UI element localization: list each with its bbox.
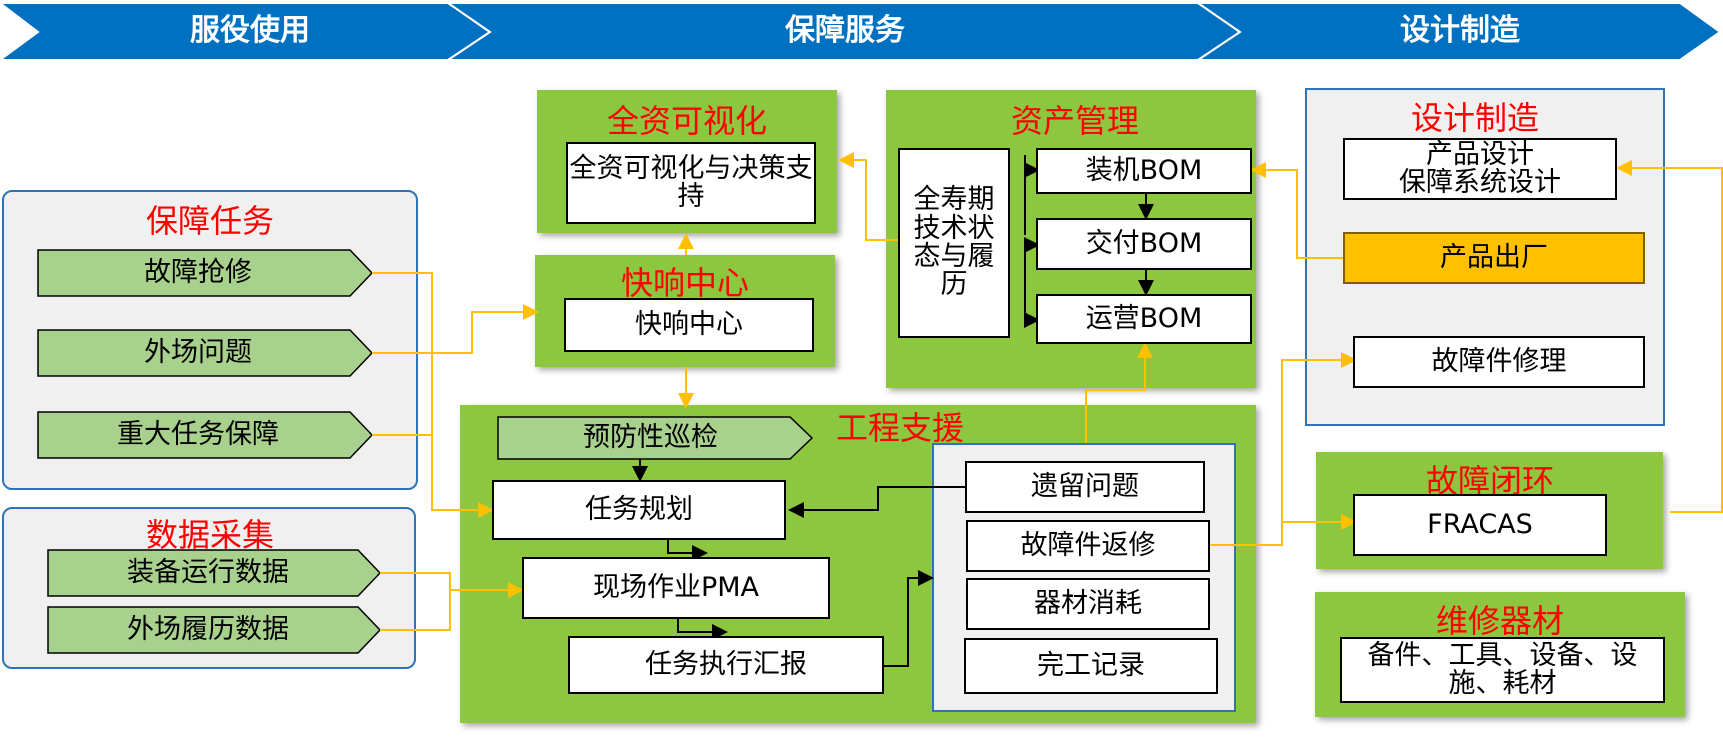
bom-installed: 装机BOM: [1036, 148, 1252, 194]
visualization-title: 全资可视化: [606, 102, 767, 140]
record-faulty-part-return: 故障件返修: [966, 520, 1210, 572]
stage-label-service-use: 服役使用: [190, 13, 310, 48]
design-manufacturing-title: 设计制造: [1410, 99, 1539, 137]
tag-shape-field-history: [47, 606, 382, 654]
stage-label-design-manufacturing: 设计制造: [1400, 13, 1520, 48]
support-tasks-title: 保障任务: [145, 202, 274, 240]
task-planning-box: 任务规划: [492, 480, 786, 540]
preventive-inspection: 预防性巡检: [583, 422, 718, 453]
rapid-response-title: 快响中心: [620, 264, 749, 302]
stage-chevron-design-manufacturing: [1194, 2, 1722, 61]
engineering-support-title: 工程支援: [835, 409, 964, 447]
stage-banner: [0, 2, 1722, 61]
product-design-box: 产品设计 保障系统设计: [1343, 138, 1617, 200]
tag-shape-emergency-repair: [37, 249, 374, 297]
materials-box: 备件、工具、设备、设施、耗材: [1340, 637, 1665, 703]
stage-label-support-service: 保障服务: [785, 13, 905, 48]
bom-delivered: 交付BOM: [1036, 218, 1252, 270]
product-design-line-2: 保障系统设计: [1399, 167, 1561, 198]
field-work-pma-box: 现场作业PMA: [522, 557, 830, 619]
tag-shape-field-issues: [37, 329, 374, 377]
fracas-box: FRACAS: [1353, 494, 1607, 556]
record-legacy-issues: 遗留问题: [965, 461, 1205, 513]
product-factory-release-box: 产品出厂: [1343, 232, 1645, 284]
faulty-part-repair-box: 故障件修理: [1353, 336, 1645, 388]
data-collection-title: 数据采集: [145, 516, 274, 554]
record-material-consumption: 器材消耗: [966, 578, 1210, 630]
task-emergency-repair: 故障抢修: [144, 257, 252, 288]
rapid-response-box: 快响中心: [564, 298, 814, 352]
record-completion: 完工记录: [964, 638, 1218, 694]
materials-title: 维修器材: [1435, 602, 1564, 640]
visualization-decision-box: 全资可视化与决策支持: [566, 142, 816, 224]
tag-shape-major-task: [37, 411, 374, 459]
bom-operational: 运营BOM: [1036, 294, 1252, 344]
task-execution-report-box: 任务执行汇报: [568, 636, 884, 694]
data-field-history: 外场履历数据: [127, 614, 289, 645]
asset-management-title: 资产管理: [1010, 102, 1139, 140]
lifecycle-status-box: 全寿期技术状态与履历: [898, 148, 1010, 338]
product-design-line-1: 产品设计: [1426, 138, 1534, 170]
data-equipment-operation: 装备运行数据: [127, 557, 289, 588]
task-major-mission: 重大任务保障: [117, 419, 279, 450]
fault-loop-title: 故障闭环: [1425, 462, 1554, 500]
task-field-issues: 外场问题: [144, 337, 252, 368]
tag-shape-equipment-data: [47, 549, 382, 597]
tag-shape-inspection: [497, 416, 814, 460]
